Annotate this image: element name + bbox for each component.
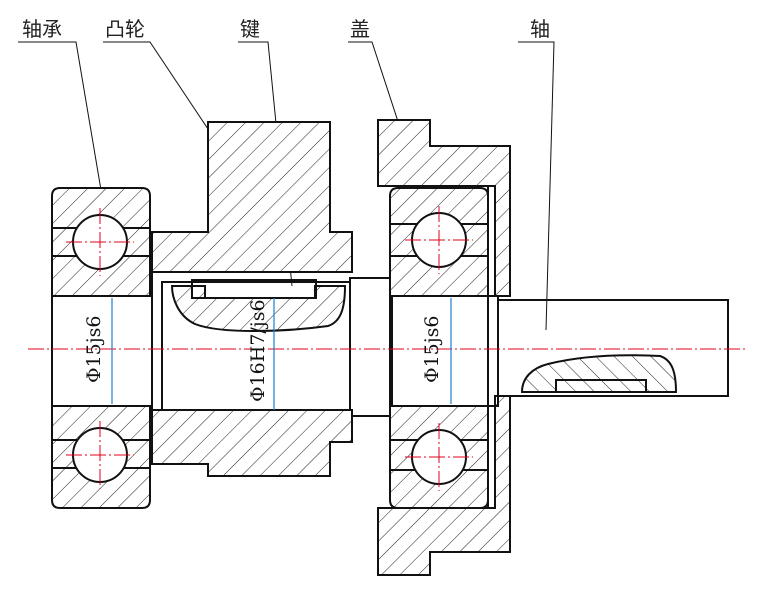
cam-fit-dimension: Φ16H7/js6 bbox=[247, 299, 269, 402]
cover-top bbox=[377, 119, 511, 297]
shaft-right-section bbox=[389, 295, 499, 407]
cam-label: 凸轮 bbox=[105, 17, 145, 41]
shaft-collar bbox=[349, 277, 393, 417]
cam-bore bbox=[161, 281, 351, 411]
left-fit-dimension: Φ15js6 bbox=[83, 316, 105, 383]
shaft-label: 轴 bbox=[530, 17, 550, 41]
dimension-group: Φ15js6 Φ16H7/js6 Φ15js6 bbox=[83, 298, 452, 410]
shaft-leader bbox=[518, 41, 555, 331]
key-body bbox=[191, 279, 317, 299]
bearing-leader bbox=[18, 41, 103, 197]
cam-leader bbox=[103, 41, 231, 163]
cam bbox=[151, 121, 353, 477]
cam-lower bbox=[151, 409, 353, 477]
right-bearing bbox=[389, 187, 489, 509]
bearing-label: 轴承 bbox=[22, 17, 62, 41]
shaft-end-section bbox=[520, 354, 678, 393]
shaft-end-key bbox=[555, 379, 647, 393]
label-group: 轴承 凸轮 键 盖 轴 bbox=[18, 17, 555, 331]
key bbox=[191, 279, 317, 299]
cover-leader bbox=[348, 41, 407, 147]
cover-label: 盖 bbox=[350, 17, 370, 41]
key-label: 键 bbox=[240, 17, 260, 41]
right-fit-dimension: Φ15js6 bbox=[421, 316, 443, 383]
cam-upper bbox=[151, 121, 353, 273]
left-bearing bbox=[51, 187, 151, 509]
cam-keyway-section bbox=[170, 285, 347, 332]
shaft-end-keyway bbox=[520, 354, 678, 393]
shaft-extension bbox=[498, 299, 729, 397]
